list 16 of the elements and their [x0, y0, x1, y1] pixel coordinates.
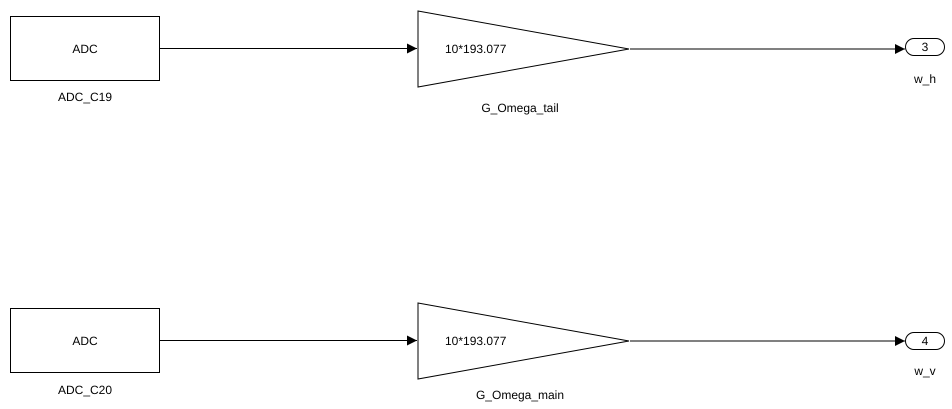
block-label: ADC_C19 — [58, 90, 112, 104]
block-label: ADC_C20 — [58, 383, 112, 397]
adc-block: ADC — [10, 16, 160, 81]
arrow — [630, 336, 906, 346]
outport-block: 3 — [905, 38, 945, 56]
block-label: w_h — [914, 72, 936, 86]
adc-block: ADC — [10, 308, 160, 373]
arrow — [160, 336, 418, 346]
block-label: w_v — [914, 364, 936, 378]
outport-block: 4 — [905, 332, 945, 350]
block-label: G_Omega_main — [476, 388, 564, 402]
gain-triangle: 10*193.077 — [417, 302, 630, 380]
gain-triangle: 10*193.077 — [417, 10, 630, 88]
arrow — [630, 44, 906, 54]
arrow — [160, 44, 418, 54]
block-label: G_Omega_tail — [481, 101, 559, 115]
